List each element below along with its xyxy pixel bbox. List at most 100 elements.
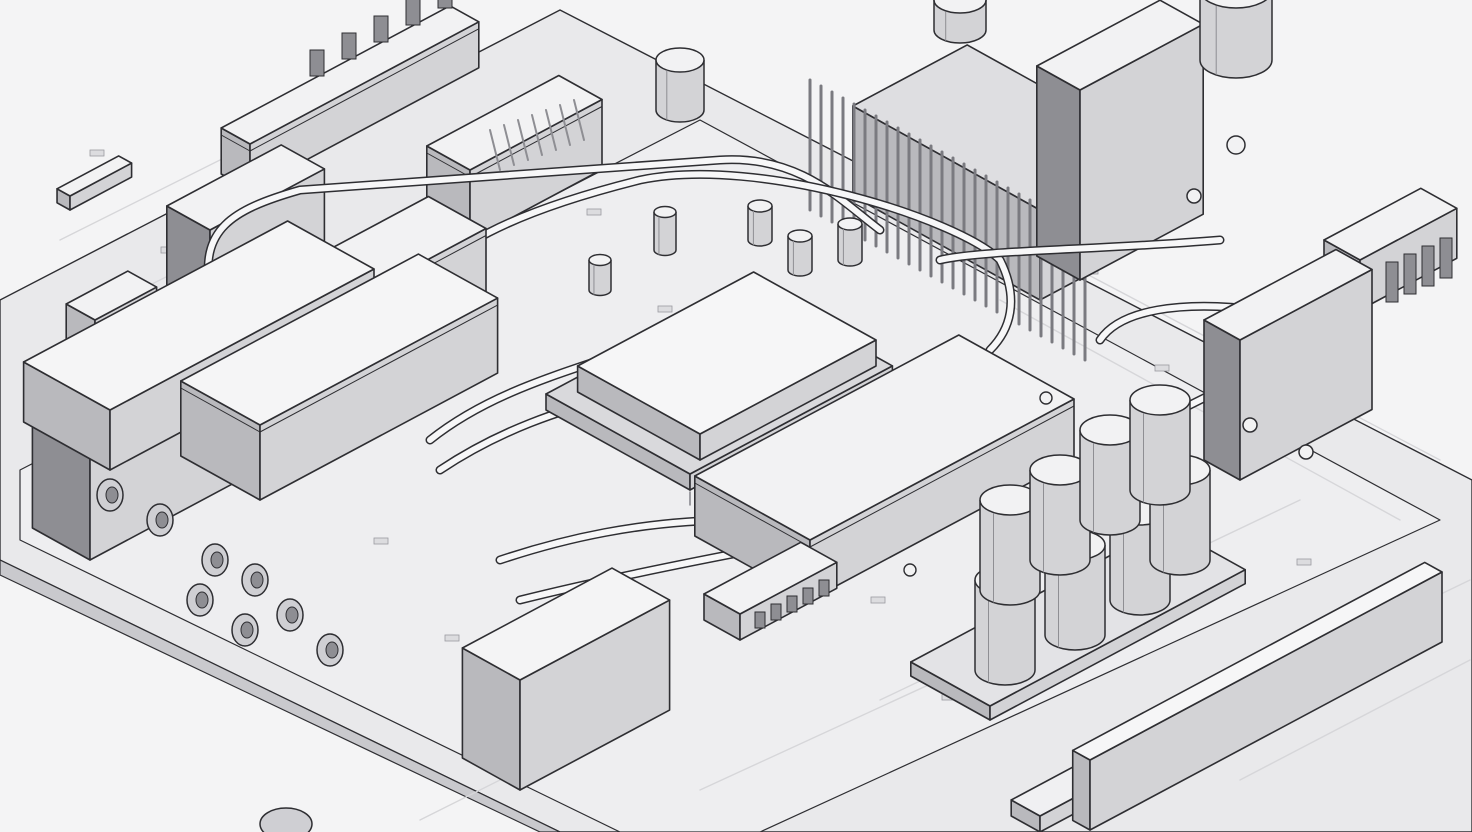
transformer-bolt-hole xyxy=(1186,188,1202,204)
top-slot-module-lip-line xyxy=(469,106,603,178)
back-components xyxy=(56,0,1458,362)
right-transformer-block xyxy=(1036,0,1204,281)
top-slot-module-lip-line xyxy=(426,152,471,178)
board-solder-pad xyxy=(870,596,886,604)
cpu-side-capacitor xyxy=(653,205,677,257)
slot-pin xyxy=(559,104,571,146)
rail-socket xyxy=(437,0,453,9)
right-power-box-lip-line xyxy=(259,304,499,433)
far-right-relay-block-left-face xyxy=(1203,319,1241,481)
cpu-side-capacitor-cap xyxy=(653,205,677,219)
cpu-side-capacitor-cap xyxy=(747,199,773,213)
cable-fill xyxy=(205,156,883,293)
rail-socket xyxy=(373,15,389,43)
cpu-side-capacitor-cap xyxy=(837,217,863,231)
box-knob-center xyxy=(105,486,119,504)
module-screw xyxy=(903,563,917,577)
right-power-box xyxy=(180,253,499,501)
slot-pin xyxy=(489,129,501,171)
board-solder-pad xyxy=(89,149,105,157)
right-flat-module xyxy=(693,334,1075,601)
top-left-tab-top-face xyxy=(56,155,133,197)
slot-pin xyxy=(503,124,515,166)
cpu-side-capacitor-cap xyxy=(588,253,612,267)
connector-chip-pin xyxy=(802,587,814,605)
large-capacitor xyxy=(1029,454,1091,576)
box-knob-center xyxy=(325,641,339,659)
cpu-side-capacitor-cap xyxy=(787,229,813,243)
box-knob-center xyxy=(155,511,169,529)
connector-pin xyxy=(1421,245,1435,287)
large-capacitor-body xyxy=(1029,470,1091,576)
box-knob-center xyxy=(240,621,254,639)
cpu-side-capacitor xyxy=(747,199,773,247)
connector-pin xyxy=(1439,237,1453,279)
middle-components xyxy=(545,199,1373,601)
far-right-relay-block xyxy=(1203,248,1373,481)
back-small-capacitor-cap xyxy=(933,0,987,14)
front-edge-housing-top-face xyxy=(1071,561,1443,761)
large-capacitor xyxy=(979,484,1041,606)
connector-chip-pin xyxy=(786,595,798,613)
large-capacitor-body xyxy=(1079,430,1141,536)
board-solder-pad xyxy=(657,305,673,313)
back-small-capacitor xyxy=(933,0,987,44)
right-power-box-lip-line xyxy=(180,387,261,433)
top-left-tab xyxy=(56,155,133,211)
right-power-box-top-face xyxy=(180,253,499,426)
connector-chip-pin xyxy=(754,611,766,629)
bottom-knob xyxy=(259,807,313,832)
front-components xyxy=(22,195,1443,832)
bottom-small-ic-block xyxy=(461,567,671,791)
rail-socket xyxy=(341,32,357,60)
connector-pin xyxy=(1385,261,1399,303)
back-capacitor-body xyxy=(655,60,705,123)
small-left-block-top-face xyxy=(65,270,158,321)
board-front-edge xyxy=(0,559,561,832)
cpu-side-capacitor-body xyxy=(787,236,813,277)
slot-pin xyxy=(517,119,529,161)
connector-chip-pin xyxy=(818,579,830,597)
top-slot-module-top-face xyxy=(425,74,603,171)
top-left-rail-module-lip-line xyxy=(220,134,251,152)
right-flat-module-lip-line xyxy=(809,405,1075,548)
box-knob-center xyxy=(210,551,224,569)
slot-pin xyxy=(545,109,557,151)
large-capacitor xyxy=(1079,414,1141,536)
back-capacitor-cap xyxy=(655,47,705,73)
large-capacitor-body xyxy=(974,580,1036,686)
slot-pin xyxy=(573,99,585,141)
relay-bolt-hole xyxy=(1298,444,1314,460)
bottom-small-ic-block-top-face xyxy=(461,567,671,681)
left-power-box-lid-top-face xyxy=(22,220,375,411)
board-trace xyxy=(1239,659,1471,781)
far-right-relay-block-top-face xyxy=(1203,248,1373,341)
board-solder-pad xyxy=(1154,364,1170,372)
large-capacitor xyxy=(1129,384,1191,506)
right-transformer-block-top-face xyxy=(1036,0,1204,91)
connector-chip-pin xyxy=(770,603,782,621)
rail-socket xyxy=(309,49,325,77)
central-processor-chip-top-face xyxy=(576,271,877,435)
back-capacitor xyxy=(655,47,705,123)
box-knob-center xyxy=(285,606,299,624)
cable-fill xyxy=(937,237,1223,263)
rail-socket xyxy=(405,0,421,26)
cpu-side-capacitor-body xyxy=(653,212,677,257)
far-right-connector-array-top-face xyxy=(1323,187,1458,261)
large-capacitor-body xyxy=(1129,400,1191,506)
cpu-side-capacitor-body xyxy=(747,206,773,247)
cpu-side-capacitor xyxy=(588,253,612,297)
back-tall-capacitor xyxy=(1199,0,1273,79)
large-capacitor-body xyxy=(979,500,1041,606)
board-solder-pad xyxy=(586,208,602,216)
central-processor-chip xyxy=(576,271,877,461)
right-flat-module-top-face xyxy=(693,334,1075,541)
back-tall-capacitor-body xyxy=(1199,0,1273,79)
back-tall-capacitor-cap xyxy=(1204,0,1268,9)
board-solder-pad xyxy=(444,634,460,642)
module-screw xyxy=(1039,391,1053,405)
slot-pin xyxy=(531,114,543,156)
